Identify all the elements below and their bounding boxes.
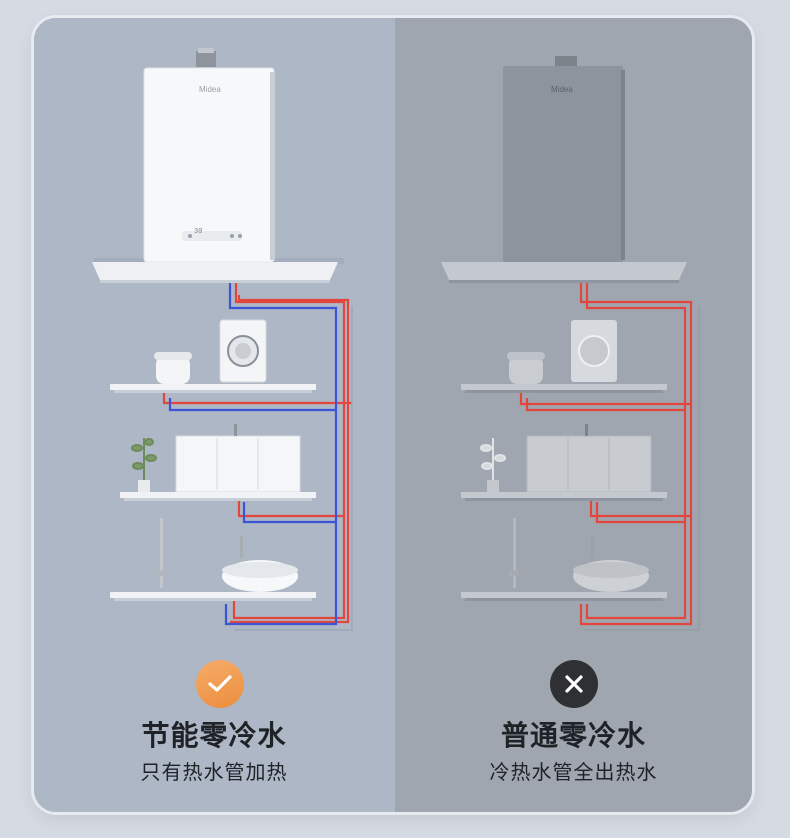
- bad-title: 普通零冷水: [500, 719, 646, 752]
- comparison-card: 38: [34, 18, 752, 812]
- water-heater-grey: [503, 66, 623, 262]
- regular-scene: [441, 56, 700, 631]
- heater-brand-logo: Midea: [199, 85, 221, 94]
- regular-panel: Midea 普通零冷水 冷热水管全出热水: [395, 18, 752, 812]
- check-icon: [208, 675, 232, 692]
- heater-display: 30: [194, 228, 203, 236]
- good-title: 节能零冷水: [141, 719, 287, 752]
- good-subtitle: 只有热水管加热: [140, 760, 288, 784]
- cold-water-pipes: [168, 280, 338, 626]
- bad-subtitle: 冷热水管全出热水: [489, 760, 658, 784]
- hot-water-pipes: [162, 280, 352, 624]
- check-badge: [196, 660, 244, 708]
- energy-saving-scene: 38: [92, 48, 353, 631]
- cross-badge: [550, 660, 598, 708]
- heater-brand-logo-grey: Midea: [551, 85, 573, 94]
- cross-icon: [565, 675, 583, 693]
- energy-saving-panel: 38: [34, 18, 395, 812]
- hot-water-pipes-all: [519, 280, 693, 626]
